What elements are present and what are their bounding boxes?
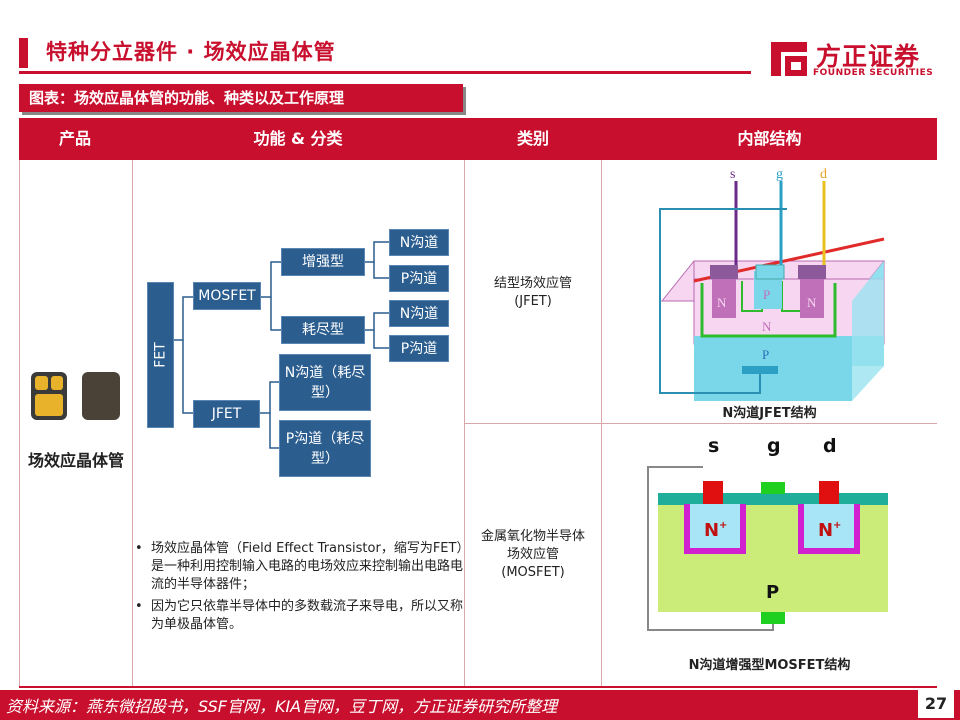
logo-subtitle: FOUNDER SECURITIES <box>813 68 934 78</box>
founder-logo-icon <box>771 42 807 76</box>
mosfet-label-nplus-left: N <box>704 520 719 541</box>
chip-image-dark <box>82 372 120 420</box>
description-text-1: 场效应晶体管（Field Effect Transistor，缩写为FET）是一… <box>151 541 464 592</box>
jfet-label-p-gate: P <box>763 287 770 302</box>
tree-node-enhance-n: N沟道 <box>389 229 449 256</box>
figure-label: 图表：场效应晶体管的功能、种类以及工作原理 <box>19 84 463 112</box>
tree-node-jfet-p: P沟道（耗尽型） <box>279 420 371 477</box>
tree-node-jfet-n: N沟道（耗尽型） <box>279 354 371 411</box>
jfet-structure-diagram: s g d N P N N P <box>659 167 886 401</box>
jfet-label-n-channel: N <box>762 319 772 334</box>
tree-node-jfet: JFET <box>193 400 260 428</box>
mosfet-label-nplus-right: N <box>818 520 833 541</box>
product-name: 场效应晶体管 <box>27 451 124 470</box>
header-category: 类别 <box>516 129 549 148</box>
tree-node-fet-label: FET <box>152 342 169 368</box>
table-header: 产品 功能 & 分类 类别 内部结构 <box>19 118 937 160</box>
mosfet-label-plus-right: + <box>833 520 841 531</box>
mosfet-label-g: g <box>767 435 781 457</box>
jfet-caption: N沟道JFET结构 <box>722 406 817 421</box>
tree-node-mosfet: MOSFET <box>193 282 261 310</box>
mosfet-caption: N沟道增强型MOSFET结构 <box>688 658 851 673</box>
mosfet-label-plus-left: + <box>719 520 727 531</box>
tree-node-deplete: 耗尽型 <box>281 316 365 344</box>
header-function: 功能 & 分类 <box>253 129 343 148</box>
category-mosfet-line2: 场效应管 <box>506 547 559 562</box>
mosfet-label-d: d <box>823 435 837 457</box>
tree-node-fet: FET <box>147 282 174 428</box>
header-product: 产品 <box>58 129 91 148</box>
table-bottom-line <box>19 686 937 688</box>
header-accent-bar <box>19 38 28 68</box>
jfet-label-p-substrate: P <box>762 347 769 362</box>
logo-name: 方正证券 <box>816 42 921 71</box>
header-underline <box>19 71 751 74</box>
page-number: 27 <box>918 690 954 718</box>
category-mosfet-line1: 金属氧化物半导体 <box>480 529 585 544</box>
category-jfet: 结型场效应管 (JFET) <box>465 275 601 311</box>
category-jfet-line1: 结型场效应管 <box>493 276 572 291</box>
category-mosfet-line3: (MOSFET) <box>501 565 565 580</box>
footer-source: 资料来源：燕东微招股书，SSF官网，KIA官网，豆丁网，方正证券研究所整理 <box>6 697 558 716</box>
mosfet-label-p: P <box>766 582 779 603</box>
tree-node-enhance: 增强型 <box>281 248 365 276</box>
jfet-label-s: s <box>730 167 735 182</box>
jfet-label-n-left: N <box>717 295 727 310</box>
grid-line <box>19 160 20 686</box>
header-structure: 内部结构 <box>737 129 802 148</box>
mosfet-structure-diagram: s g d N + N + P <box>647 435 888 631</box>
jfet-label-g: g <box>776 167 783 182</box>
page-title: 特种分立器件 · 场效应晶体管 <box>46 40 336 64</box>
tree-node-enhance-p: P沟道 <box>389 265 449 292</box>
category-jfet-line2: (JFET) <box>514 294 552 309</box>
tree-node-deplete-n: N沟道 <box>389 300 449 327</box>
description-item: •场效应晶体管（Field Effect Transistor，缩写为FET）是… <box>135 541 464 592</box>
grid-line <box>464 160 465 686</box>
grid-line <box>465 423 937 424</box>
chip-image-yellow <box>31 372 67 420</box>
classification-tree-lines <box>174 241 389 449</box>
description-item: •因为它只依靠半导体中的多数载流子来导电，所以又称为单极晶体管。 <box>135 599 464 632</box>
mosfet-label-s: s <box>708 435 719 457</box>
description-text-2: 因为它只依靠半导体中的多数载流子来导电，所以又称为单极晶体管。 <box>151 599 464 632</box>
category-mosfet: 金属氧化物半导体 场效应管 (MOSFET) <box>465 528 601 582</box>
jfet-label-n-right: N <box>807 295 817 310</box>
jfet-label-d: d <box>820 167 827 182</box>
footer-bar <box>0 690 960 720</box>
grid-line <box>132 160 133 686</box>
tree-node-deplete-p: P沟道 <box>389 335 449 362</box>
